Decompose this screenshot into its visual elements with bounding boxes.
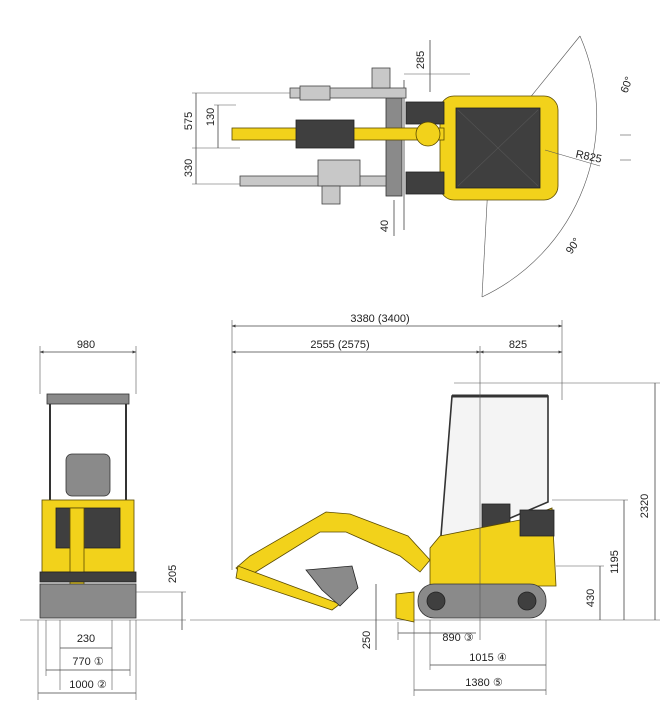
arm-side [235, 565, 341, 611]
label-980: 980 [77, 339, 95, 351]
track-top-view [385, 97, 403, 197]
label-1000: 1000 ② [69, 679, 107, 691]
label-330: 330 [183, 159, 195, 177]
front-view [20, 346, 186, 700]
label-230: 230 [77, 633, 95, 645]
side-view [190, 320, 660, 696]
dozer-blade [395, 591, 415, 623]
label-250: 250 [361, 631, 373, 649]
top-view [192, 35, 631, 298]
label-430: 430 [585, 589, 597, 607]
label-2320: 2320 [639, 494, 651, 518]
label-1380: 1380 ⑤ [465, 677, 503, 689]
label-890: 890 ③ [442, 632, 473, 644]
label-825: 825 [509, 339, 527, 351]
label-swing-90: 90° [564, 236, 583, 257]
boom-offset-left [289, 67, 407, 101]
seat-front [65, 453, 111, 497]
label-3380: 3380 (3400) [350, 313, 409, 325]
track-side [417, 583, 547, 619]
label-1015: 1015 ④ [469, 652, 507, 664]
label-swing-60: 60° [619, 75, 636, 95]
label-1195: 1195 [609, 550, 621, 574]
boom-offset-right [239, 159, 387, 205]
canopy-roof [46, 393, 130, 405]
tracks-front [39, 583, 137, 619]
label-2555: 2555 (2575) [310, 339, 369, 351]
label-40: 40 [379, 220, 391, 232]
bucket-side [305, 565, 359, 607]
label-130: 130 [205, 108, 217, 126]
label-205: 205 [167, 565, 179, 583]
label-285: 285 [415, 51, 427, 69]
label-575: 575 [183, 112, 195, 130]
label-770: 770 ① [72, 656, 103, 668]
label-r825: R825 [575, 148, 603, 165]
swing-arc [481, 35, 598, 298]
